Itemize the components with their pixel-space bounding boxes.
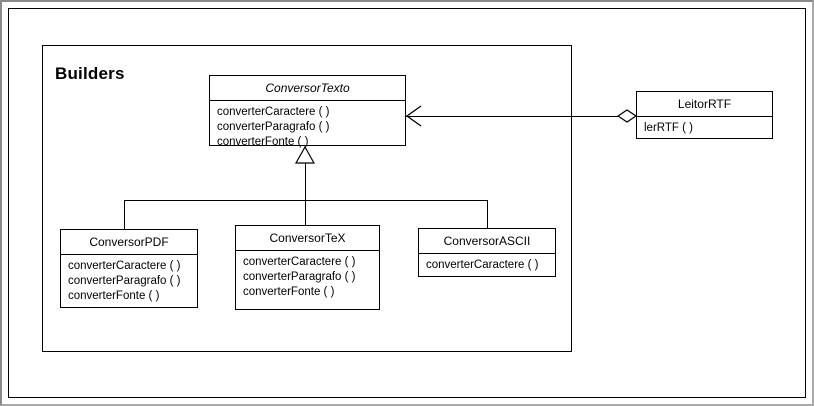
generalization-bus <box>124 200 488 201</box>
class-title-conversor-tex: ConversorTeX <box>236 226 379 251</box>
class-members-conversor-ascii: converterCaractere ( ) <box>419 254 555 278</box>
member-item: converterFonte ( ) <box>217 136 309 148</box>
generalization-drop-pdf <box>124 200 125 229</box>
class-title-conversor-ascii: ConversorASCII <box>419 229 555 254</box>
class-members-leitor-rtf: lerRTF ( ) <box>637 117 772 141</box>
member-item: converterCaractere ( ) <box>68 260 181 272</box>
member-item: converterParagrafo ( ) <box>217 121 330 133</box>
package-label-builders: Builders <box>55 64 125 83</box>
generalization-drop-tex <box>305 200 306 225</box>
member-item: converterParagrafo ( ) <box>243 271 356 283</box>
class-members-conversor-texto: converterCaractere ( ) converterParagraf… <box>210 101 405 155</box>
class-title-conversor-pdf: ConversorPDF <box>61 230 197 255</box>
class-box-conversor-texto[interactable]: ConversorTexto converterCaractere ( ) co… <box>209 75 406 148</box>
member-item: converterParagrafo ( ) <box>68 275 181 287</box>
generalization-stem <box>305 163 306 200</box>
member-item: converterFonte ( ) <box>68 290 160 302</box>
class-box-leitor-rtf[interactable]: LeitorRTF lerRTF ( ) <box>636 91 773 139</box>
member-item: lerRTF ( ) <box>644 122 693 134</box>
class-title-leitor-rtf: LeitorRTF <box>637 92 772 117</box>
member-item: converterCaractere ( ) <box>243 256 356 268</box>
class-box-conversor-ascii[interactable]: ConversorASCII converterCaractere ( ) <box>418 228 556 277</box>
class-members-conversor-tex: converterCaractere ( ) converterParagraf… <box>236 251 379 305</box>
association-line-leitor-rtf <box>406 116 620 117</box>
member-item: converterCaractere ( ) <box>426 259 539 271</box>
member-item: converterCaractere ( ) <box>217 106 330 118</box>
class-box-conversor-tex[interactable]: ConversorTeX converterCaractere ( ) conv… <box>235 225 380 310</box>
member-item: converterFonte ( ) <box>243 286 335 298</box>
class-box-conversor-pdf[interactable]: ConversorPDF converterCaractere ( ) conv… <box>60 229 198 308</box>
class-title-conversor-texto: ConversorTexto <box>210 76 405 101</box>
class-members-conversor-pdf: converterCaractere ( ) converterParagraf… <box>61 255 197 309</box>
generalization-drop-ascii <box>487 200 488 228</box>
